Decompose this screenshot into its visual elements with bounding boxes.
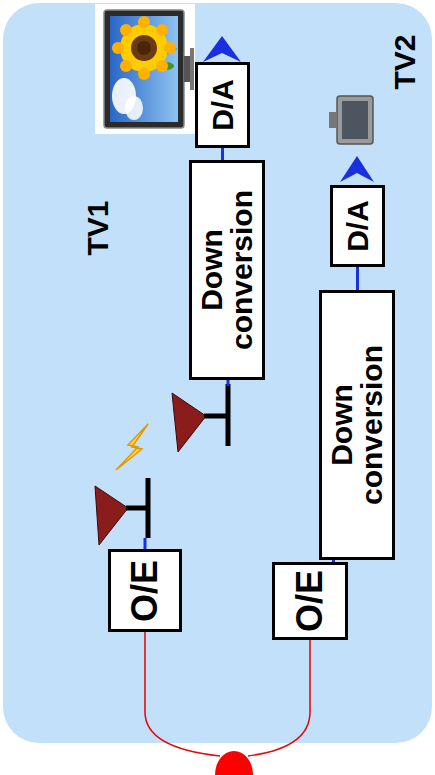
box-text: D/A (343, 200, 373, 252)
process-box: Down conversion (319, 290, 395, 560)
fiber-line (248, 632, 310, 756)
signal-connector (356, 267, 359, 290)
signal-wire (144, 538, 147, 549)
antenna-symbol (146, 478, 151, 538)
tv-picture (95, 4, 195, 134)
antenna-symbol (95, 486, 128, 545)
box-text: Down conversion (327, 338, 387, 513)
antenna-symbol (226, 384, 231, 446)
fiber-line (145, 632, 220, 756)
box-text: D/A (208, 79, 238, 131)
process-box: O/E (272, 562, 348, 640)
signal-connector (221, 148, 224, 160)
box-text: Down conversion (197, 183, 257, 358)
process-box: Down conversion (189, 160, 265, 380)
antenna-symbol (172, 393, 206, 452)
background-panel (3, 3, 432, 743)
device-label: TV2 (388, 34, 422, 89)
process-box: D/A (330, 185, 385, 267)
box-text: O/E (127, 559, 163, 621)
antenna-symbol (204, 414, 228, 419)
process-box: O/E (108, 549, 182, 632)
splitter-symbol (215, 751, 253, 775)
process-box: D/A (195, 62, 250, 148)
wireless-symbol (116, 424, 148, 470)
output-arrow (203, 36, 241, 62)
output-arrow (340, 156, 374, 182)
device-label: TV1 (81, 200, 115, 255)
box-text: O/E (292, 570, 328, 632)
monitor-icon (329, 96, 373, 144)
antenna-symbol (126, 506, 148, 511)
